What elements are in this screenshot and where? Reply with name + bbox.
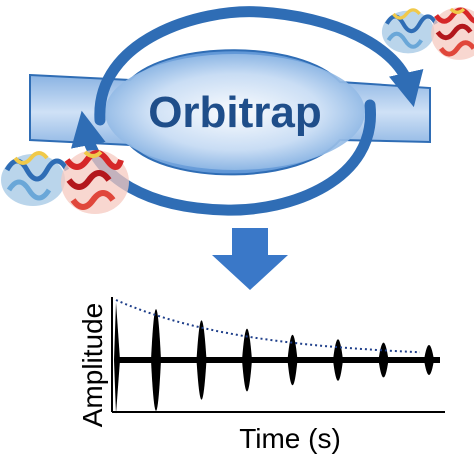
signal-beat	[242, 328, 252, 392]
protein-ribbon-structure-icon	[1, 150, 129, 214]
orbit-arrow-top	[94, 6, 424, 126]
signal-beats	[114, 302, 434, 414]
signal-beat	[424, 345, 434, 375]
signal-beat	[151, 309, 161, 411]
orbitrap-central-bulb	[105, 54, 365, 170]
x-axis-label: Time (s)	[239, 423, 341, 454]
signal-beat	[333, 339, 343, 381]
protein-ribbon-structure-icon	[381, 7, 474, 60]
signal-beat	[287, 334, 298, 386]
decay-envelope	[115, 299, 421, 354]
y-axis-label: Amplitude	[77, 303, 108, 428]
signal-beat	[196, 320, 207, 400]
orbitrap-title: Orbitrap	[148, 88, 322, 137]
arrow-down-icon	[212, 228, 288, 290]
transient-plot: Amplitude Time (s)	[77, 297, 445, 454]
signal-beat	[378, 342, 389, 378]
orbitrap-trap: Orbitrap	[29, 49, 431, 176]
signal-beat	[114, 302, 120, 414]
